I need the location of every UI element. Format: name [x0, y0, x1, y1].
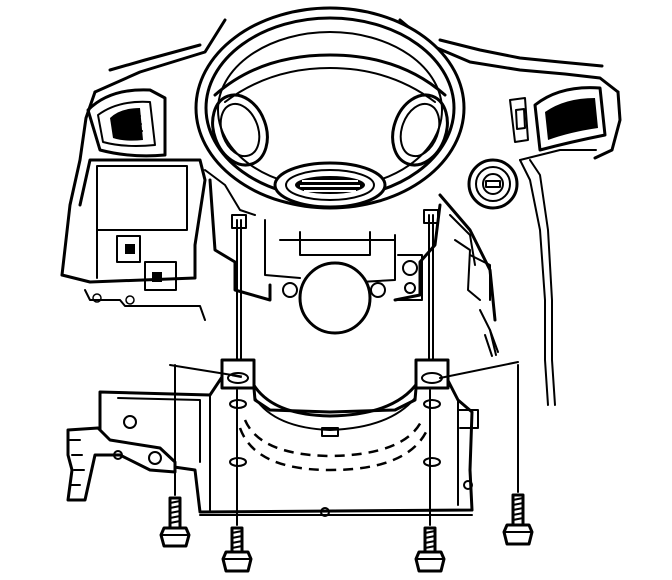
- ignition-switch: [467, 158, 519, 210]
- alignment-lines: [231, 209, 439, 361]
- bolt-2: [221, 526, 253, 573]
- right-air-vent: [509, 86, 607, 152]
- bolt-1: [159, 496, 191, 548]
- bolt-4: [502, 493, 534, 546]
- instrument-panel: [60, 18, 622, 406]
- steering-column-support: [66, 358, 479, 517]
- bolts: [159, 493, 534, 573]
- bolt-paths: [169, 361, 519, 526]
- bolt-3: [414, 526, 446, 573]
- steering-wheel: [194, 6, 466, 210]
- left-air-vent: [86, 88, 167, 158]
